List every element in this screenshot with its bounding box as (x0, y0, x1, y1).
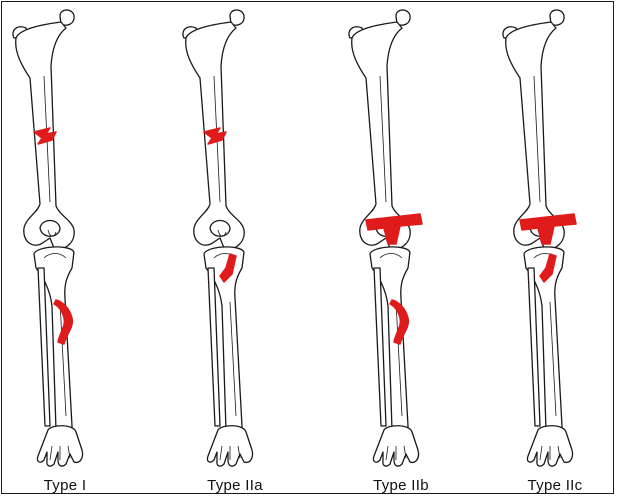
leg-diagram-type-2c (490, 6, 617, 476)
panel-label-type-1: Type I (0, 477, 130, 494)
foot (37, 426, 82, 466)
leg-diagram-type-2b (336, 6, 466, 476)
leg-diagram-type-1 (0, 6, 130, 476)
panel-label-type-2a: Type IIa (170, 477, 300, 494)
femur (506, 22, 565, 249)
patella (40, 221, 60, 237)
foot (207, 426, 252, 466)
femur (352, 22, 411, 249)
leg-bones (503, 10, 573, 466)
leg-bones (183, 10, 253, 466)
leg-bones (349, 10, 419, 466)
leg-bones (13, 10, 83, 466)
patella (210, 221, 230, 237)
foot (373, 426, 418, 466)
leg-diagram-type-2a (170, 6, 300, 476)
foot (527, 426, 572, 466)
panel-label-type-2c: Type IIc (490, 477, 617, 494)
panel-label-type-2b: Type IIb (336, 477, 466, 494)
